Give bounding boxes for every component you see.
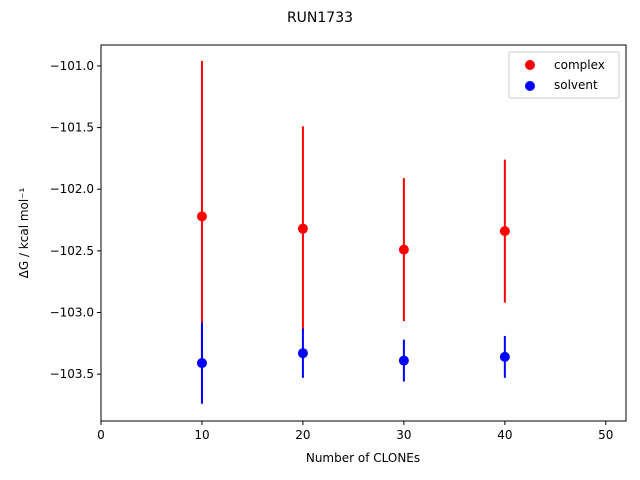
plot-area [196,61,510,404]
x-axis: 0 10 20 30 40 50 [97,421,613,442]
x-axis-label: Number of CLONEs [306,451,420,465]
x-tick-label: 40 [497,428,512,442]
x-tick-label: 30 [396,428,411,442]
y-tick-label: −103.0 [50,306,94,320]
y-tick-label: −102.5 [50,244,94,258]
plot-frame [100,44,627,422]
y-tick-label: −101.5 [50,121,94,135]
x-tick-label: 0 [97,428,105,442]
complex-point [398,244,409,255]
legend-label-solvent: solvent [554,78,598,92]
legend-marker-complex [525,60,535,70]
solvent-point [398,355,409,366]
legend-box [508,51,620,99]
complex-point [499,226,510,237]
legend-label-complex: complex [554,58,605,72]
chart-title: RUN1733 [287,10,353,26]
y-axis-label: ΔG / kcal mol⁻¹ [17,187,31,278]
y-axis: −101.0 −101.5 −102.0 −102.5 −103.0 −103.5 [50,59,101,381]
y-tick-label: −102.0 [50,182,94,196]
complex-point [297,223,308,234]
x-tick-label: 20 [295,428,310,442]
x-tick-label: 10 [194,428,209,442]
solvent-point [196,358,207,369]
solvent-point [499,351,510,362]
y-tick-label: −101.0 [50,59,94,73]
solvent-point [297,348,308,359]
legend: complex solvent [508,51,620,99]
complex-point [196,211,207,222]
legend-marker-solvent [525,81,535,91]
x-tick-label: 50 [598,428,613,442]
y-tick-label: −103.5 [50,367,94,381]
